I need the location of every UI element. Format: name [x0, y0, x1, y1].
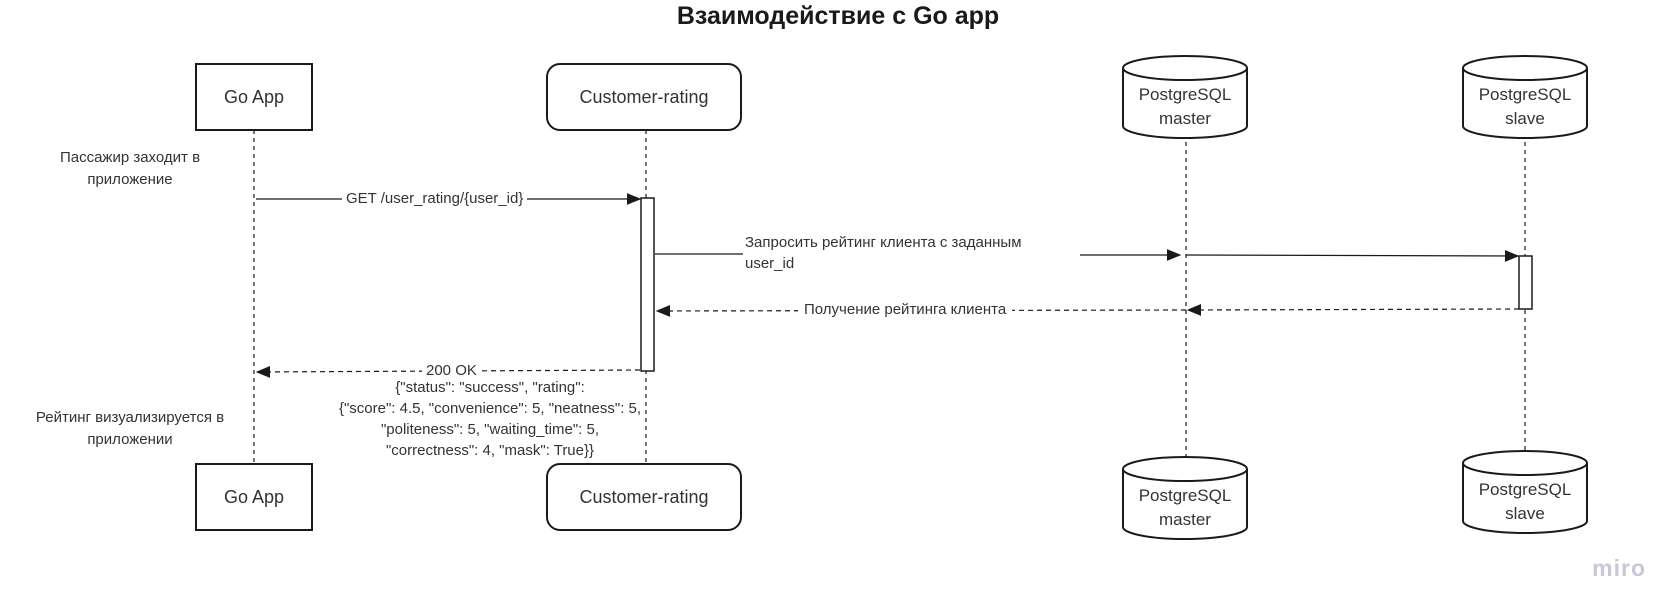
participant-go-app-bottom: Go App — [195, 463, 313, 531]
label-get-request: GET /user_rating/{user_id} — [342, 188, 528, 209]
participant-label: PostgreSQL master — [1138, 85, 1232, 128]
database-icon — [1462, 450, 1588, 534]
participant-label: PostgreSQL slave — [1478, 480, 1572, 523]
participant-pg-master-bottom: PostgreSQL master — [1122, 456, 1248, 540]
arrow-query-rating-c — [1185, 249, 1520, 262]
database-icon — [1122, 55, 1248, 139]
participant-customer-rating-top: Customer-rating — [546, 63, 742, 131]
participant-label: PostgreSQL slave — [1478, 85, 1572, 128]
label-ok-body: {"status": "success", "rating": {"score"… — [338, 379, 642, 459]
participant-pg-master-top: PostgreSQL master — [1122, 55, 1248, 139]
participant-pg-slave-top: PostgreSQL slave — [1462, 55, 1588, 139]
diagram-title: Взаимодействие с Go app — [676, 2, 1000, 30]
label-query-rating: Запросить рейтинг клиента с заданным use… — [745, 234, 1022, 272]
activation-pg-slave — [1518, 255, 1533, 310]
database-icon — [1122, 456, 1248, 540]
participant-pg-slave-bottom: PostgreSQL slave — [1462, 450, 1588, 534]
label-get-rating: Получение рейтинга клиента — [798, 299, 1013, 320]
participant-go-app-top: Go App — [195, 63, 313, 131]
arrow-get-rating-a — [1186, 303, 1520, 316]
database-icon — [1462, 55, 1588, 139]
note-passenger-enters: Пассажир заходит в приложение — [59, 149, 201, 188]
activation-customer-rating — [640, 197, 655, 372]
note-rating-visualized: Рейтинг визуализируется в приложении — [35, 409, 225, 448]
participant-customer-rating-bottom: Customer-rating — [546, 463, 742, 531]
label-ok: 200 OK — [422, 360, 481, 381]
miro-logo: miro — [1592, 555, 1646, 581]
participant-label: PostgreSQL master — [1138, 486, 1232, 529]
